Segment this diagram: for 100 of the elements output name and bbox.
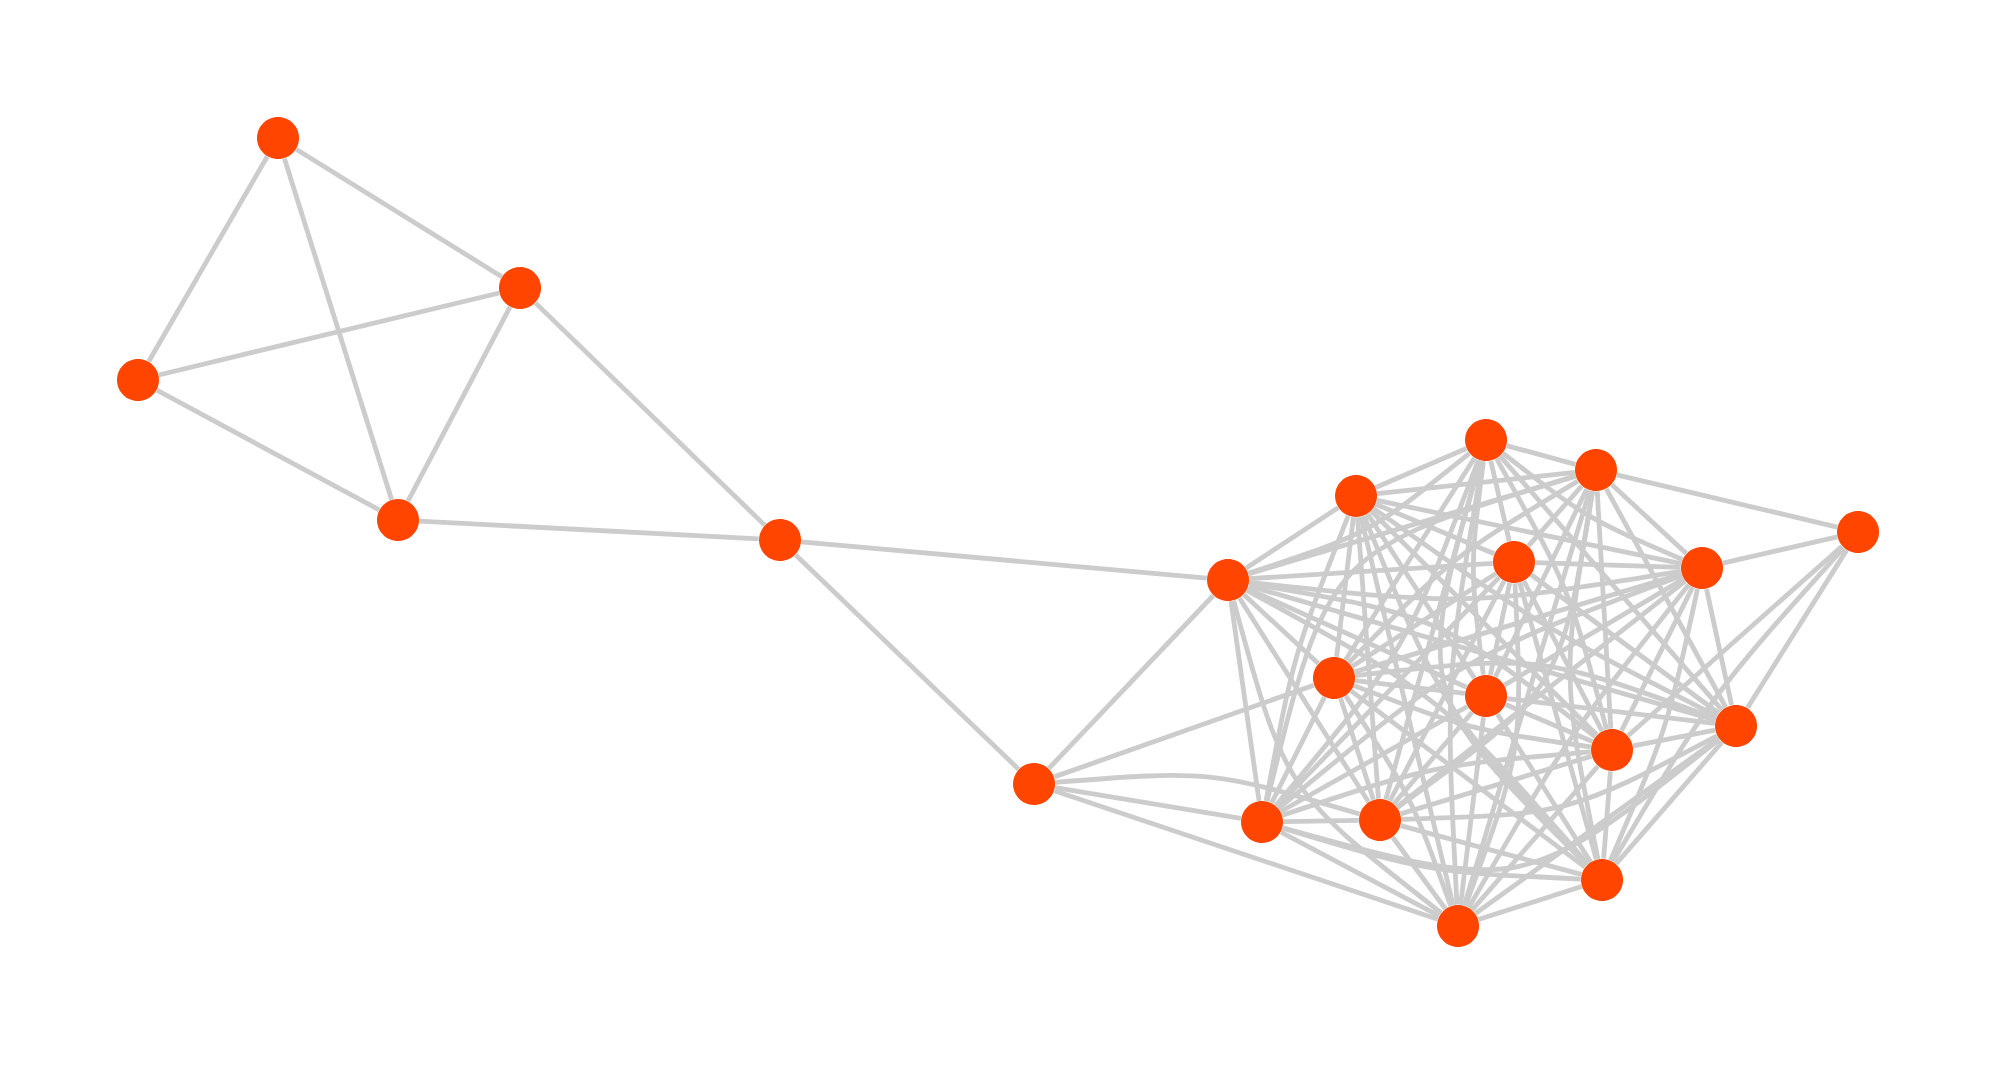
edge-line bbox=[1053, 788, 1439, 922]
edge-line bbox=[1282, 737, 1721, 873]
edge-line bbox=[1372, 506, 1719, 719]
edge-line bbox=[1237, 596, 1371, 804]
graph-node bbox=[1837, 511, 1880, 553]
edge-line bbox=[1374, 446, 1468, 490]
edge-line bbox=[1745, 548, 1849, 710]
edge-line bbox=[1470, 764, 1600, 912]
edge-line bbox=[1343, 694, 1453, 907]
edge-line bbox=[1269, 696, 1327, 804]
graph-node bbox=[499, 267, 541, 309]
edge-line bbox=[1461, 489, 1593, 907]
edge-line bbox=[1231, 600, 1443, 915]
edge-line bbox=[1506, 443, 1576, 467]
edge-line bbox=[1632, 727, 1716, 749]
graph-node bbox=[1575, 449, 1617, 491]
edge-line bbox=[1361, 514, 1590, 867]
edge-line bbox=[158, 290, 500, 378]
edge-line bbox=[1279, 704, 1469, 814]
edge-line bbox=[1244, 505, 1340, 571]
edge-line bbox=[1263, 515, 1351, 802]
graph-node bbox=[1013, 763, 1055, 805]
graph-node bbox=[117, 359, 159, 401]
edge-line bbox=[1387, 579, 1507, 803]
graph-node bbox=[1493, 541, 1535, 583]
edge-line bbox=[1249, 569, 1682, 602]
edge-line bbox=[1353, 683, 1592, 750]
edge-line bbox=[1055, 773, 1361, 817]
edge-line bbox=[1334, 516, 1356, 658]
edge-line bbox=[1614, 740, 1724, 866]
edge-line bbox=[1246, 586, 1468, 690]
edge-line bbox=[1619, 586, 1695, 732]
edge-line bbox=[1495, 712, 1593, 864]
edge-line bbox=[1053, 682, 1315, 780]
graph-node bbox=[1359, 799, 1401, 841]
edge-line bbox=[1374, 502, 1496, 556]
edge-line bbox=[1521, 579, 1605, 733]
edge-line bbox=[801, 539, 1207, 581]
graph-node bbox=[1313, 657, 1355, 699]
edge-line bbox=[1338, 697, 1376, 801]
edge-line bbox=[1458, 716, 1486, 906]
edge-line bbox=[1722, 534, 1838, 566]
edge-line bbox=[155, 388, 381, 512]
edge-line bbox=[1377, 469, 1575, 497]
edge-line bbox=[1493, 488, 1589, 678]
graph-node bbox=[1465, 419, 1508, 461]
edge-line bbox=[1567, 490, 1601, 860]
edge-line bbox=[1249, 560, 1493, 582]
edge-line bbox=[1355, 517, 1381, 799]
edge-line bbox=[1365, 512, 1477, 680]
edge-line bbox=[1392, 710, 1474, 806]
edge-line bbox=[1047, 593, 1215, 771]
graph-node bbox=[1207, 559, 1249, 601]
edge-line bbox=[1501, 451, 1684, 562]
graph-node bbox=[1681, 547, 1724, 589]
edge-line bbox=[1248, 581, 1597, 739]
edge-line bbox=[1608, 588, 1700, 862]
edge-line bbox=[1369, 509, 1599, 737]
edge-line bbox=[1610, 546, 1846, 863]
edge-line bbox=[1466, 583, 1691, 909]
graph-node bbox=[377, 499, 419, 541]
edge-line bbox=[1347, 479, 1579, 665]
graph-node bbox=[759, 519, 801, 561]
edge-line bbox=[1488, 460, 1512, 542]
edge-line bbox=[1228, 600, 1262, 802]
edge-line bbox=[1349, 688, 1587, 870]
edge-line bbox=[1601, 771, 1613, 859]
edge-line bbox=[1494, 457, 1609, 730]
edge-line bbox=[419, 518, 759, 542]
edge-line bbox=[1054, 785, 1242, 821]
edge-line bbox=[1594, 491, 1614, 729]
edge-line bbox=[1626, 544, 1844, 738]
edge-line bbox=[1526, 484, 1584, 548]
edge-line bbox=[1358, 516, 1456, 906]
graph-node bbox=[1591, 729, 1634, 771]
edge-line bbox=[1401, 733, 1719, 822]
edge-line bbox=[1704, 588, 1734, 706]
graph-node bbox=[1335, 475, 1377, 517]
edge-line bbox=[405, 305, 513, 503]
edge-line bbox=[1610, 482, 1688, 556]
edge-line bbox=[1242, 592, 1320, 666]
graph-node bbox=[257, 117, 299, 159]
graph-node bbox=[1241, 801, 1283, 843]
edge-line bbox=[1247, 583, 1717, 723]
edge-line bbox=[1343, 456, 1477, 662]
edge-line bbox=[1470, 460, 1486, 676]
edge-line bbox=[1281, 749, 1591, 818]
edge-line bbox=[1350, 571, 1498, 669]
edge-line bbox=[1463, 583, 1521, 907]
edge-line bbox=[1477, 884, 1583, 922]
edge-line bbox=[793, 553, 1021, 771]
edge-line bbox=[1247, 451, 1471, 576]
edge-line bbox=[1507, 696, 1716, 726]
edge-line bbox=[1535, 560, 1681, 570]
graph-node bbox=[1465, 675, 1508, 717]
edge-line bbox=[1279, 829, 1441, 919]
graph-node bbox=[1715, 705, 1758, 747]
edge-line bbox=[1273, 459, 1481, 808]
edge-line bbox=[1504, 702, 1594, 744]
edge-line bbox=[1390, 835, 1448, 911]
